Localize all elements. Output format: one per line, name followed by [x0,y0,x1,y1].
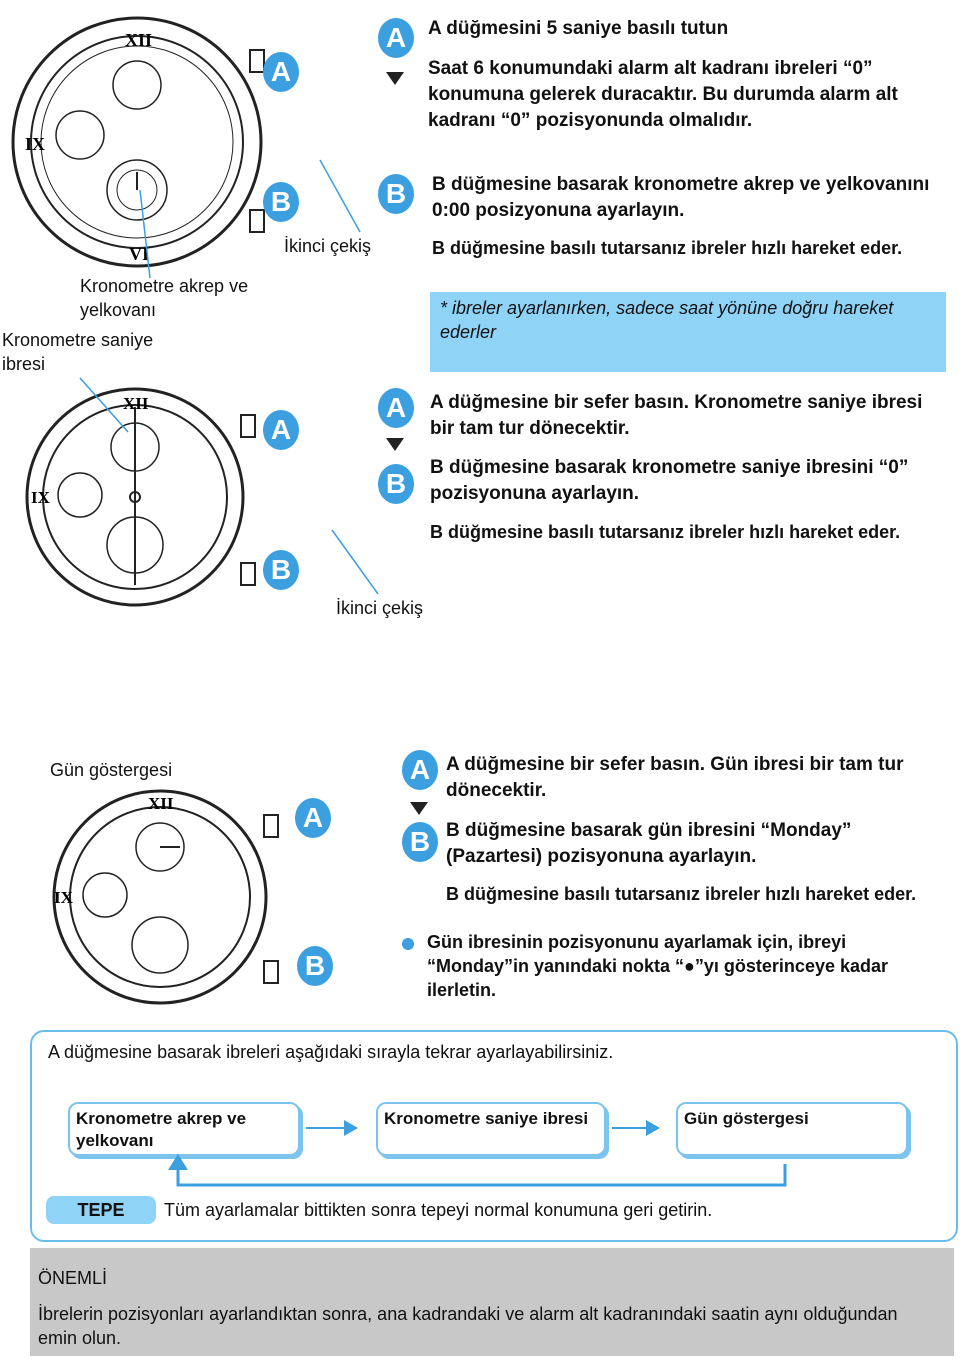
watch-illustration-1: XII IX VI [11,16,265,268]
step-a-icon: A [378,18,414,58]
flow-box-chrono-hour-minute: Kronometre akrep ve yelkovanı [68,1102,300,1156]
label-chrono-second: Kronometre saniye ibresi [2,330,154,374]
svg-text:XII: XII [148,794,174,813]
flow-intro: A düğmesine basarak ibreleri aşağıdaki s… [48,1042,614,1062]
next-step-arrow-icon [386,72,404,85]
button-b-badge: B [263,182,299,222]
important-text: İbrelerin pozisyonları ayarlandıktan son… [38,1304,898,1348]
important-title: ÖNEMLİ [38,1268,108,1288]
step-b-text-2: B düğmesine basarak kronometre saniye ib… [430,457,909,504]
step-b-title: B düğmesine basarak kronometre akrep ve … [432,174,930,221]
step-b-icon-2: B [378,464,414,504]
flow-arrow-2 [612,1127,648,1129]
flow-box-day: Gün göstergesi [676,1102,908,1156]
step-a-text-3: A düğmesine bir sefer basın. Gün ibresi … [446,754,904,801]
svg-text:XII: XII [123,394,149,413]
svg-text:VI: VI [129,244,149,264]
watch-illustration-3: XII IX [52,789,279,1005]
day-bullet-text: Gün ibresinin pozisyonunu ayarlamak için… [427,932,889,1000]
label-second-pull: İkinci çekiş [284,236,372,256]
step-b-hold: B düğmesine basılı tutarsanız ibreler hı… [432,238,903,258]
crown-label: TEPE [46,1196,156,1224]
svg-text:IX: IX [25,134,45,154]
next-step-arrow-icon-2 [386,438,404,451]
step-b-icon-3: B [402,822,438,862]
svg-text:IX: IX [54,888,74,907]
step-a-body: Saat 6 konumundaki alarm alt kadranı ibr… [428,58,898,131]
flow-box-chrono-second: Kronometre saniye ibresi [376,1102,606,1156]
flow-panel [30,1030,958,1242]
step-a-text-2: A düğmesine bir sefer basın. Kronometre … [430,392,923,439]
step-b-hold-2: B düğmesine basılı tutarsanız ibreler hı… [430,522,901,542]
flow-return-arrow [168,1154,787,1187]
note-box [430,292,946,372]
leader-lines [79,159,379,595]
button-a-badge: A [263,52,299,92]
flow-arrow-1-head [344,1120,358,1136]
button-a-badge-3: A [295,798,331,838]
button-a-badge-2: A [263,410,299,450]
bullet-dot-icon [402,938,414,950]
button-b-badge-2: B [263,550,299,590]
note-text: * ibreler ayarlanırken, sadece saat yönü… [440,298,894,342]
label-chrono-hour-minute: Kronometre akrep ve yelkovanı [80,276,249,320]
flow-arrow-2-head [646,1120,660,1136]
step-b-hold-3: B düğmesine basılı tutarsanız ibreler hı… [446,884,917,904]
step-a-icon-2: A [378,388,414,428]
crown-text: Tüm ayarlamalar bittikten sonra tepeyi n… [164,1200,713,1220]
next-step-arrow-icon-3 [410,802,428,815]
label-second-pull-2: İkinci çekiş [336,598,424,618]
svg-text:IX: IX [31,488,51,507]
important-box [30,1248,954,1356]
watch-illustration-2: XII IX [25,387,256,607]
label-day-indicator: Gün göstergesi [50,760,173,780]
step-b-icon: B [378,174,414,214]
button-b-badge-3: B [297,946,333,986]
step-a-icon-3: A [402,750,438,790]
svg-text:XII: XII [125,30,152,50]
flow-arrow-1 [306,1127,346,1129]
step-b-text-3: B düğmesine basarak gün ibresini “Monday… [446,820,852,867]
step-a-title: A düğmesini 5 saniye basılı tutun [428,18,729,39]
